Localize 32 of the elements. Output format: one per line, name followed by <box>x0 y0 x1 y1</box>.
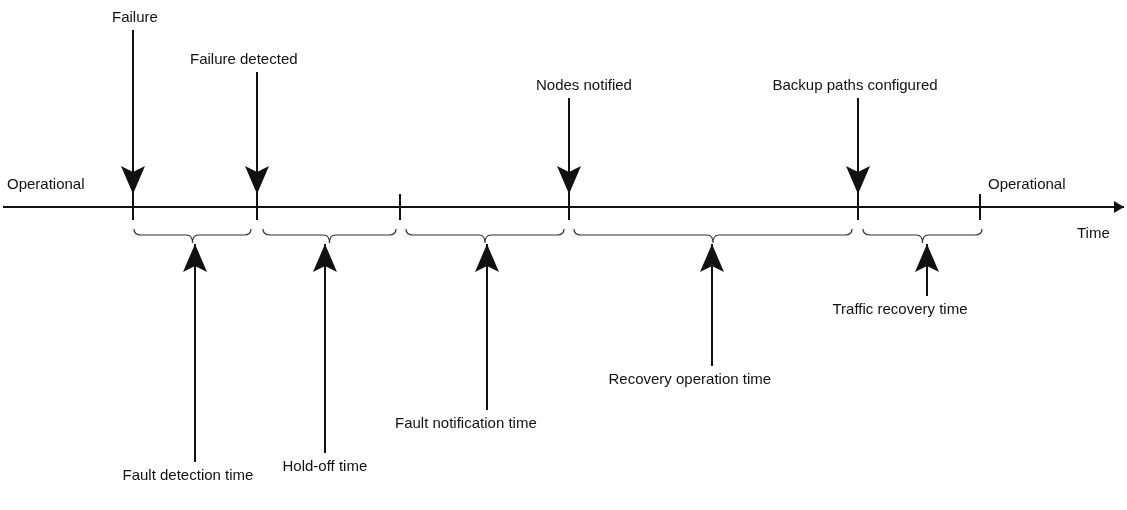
arrow <box>475 243 499 411</box>
interval-brace <box>262 228 397 244</box>
arrow <box>557 97 581 195</box>
tick-mark <box>256 194 258 220</box>
axis-label: Time <box>1077 224 1110 242</box>
event-label: Nodes notified <box>536 76 632 94</box>
arrow <box>846 97 870 195</box>
event-label: Failure <box>112 8 158 26</box>
event-label: Hold-off time <box>282 457 368 475</box>
interval-brace <box>862 228 983 244</box>
tick-mark <box>857 194 859 220</box>
state-label: Operational <box>7 175 85 193</box>
event-label: Traffic recovery time <box>832 300 968 318</box>
event-label: Backup paths configured <box>772 76 938 94</box>
arrow <box>245 71 269 195</box>
event-label: Failure detected <box>190 50 298 68</box>
event-label: Recovery operation time <box>608 370 772 388</box>
interval-brace <box>573 228 853 244</box>
arrow <box>183 243 207 463</box>
interval-brace <box>133 228 252 244</box>
arrow <box>915 243 939 297</box>
arrow <box>313 243 337 454</box>
event-label: Fault notification time <box>395 414 537 432</box>
tick-mark <box>979 194 981 220</box>
tick-mark <box>399 194 401 220</box>
arrow <box>121 29 145 195</box>
arrow <box>700 243 724 367</box>
tick-mark <box>568 194 570 220</box>
tick-mark <box>132 194 134 220</box>
event-label: Fault detection time <box>122 466 254 484</box>
state-label: Operational <box>988 175 1066 193</box>
interval-brace <box>405 228 565 244</box>
